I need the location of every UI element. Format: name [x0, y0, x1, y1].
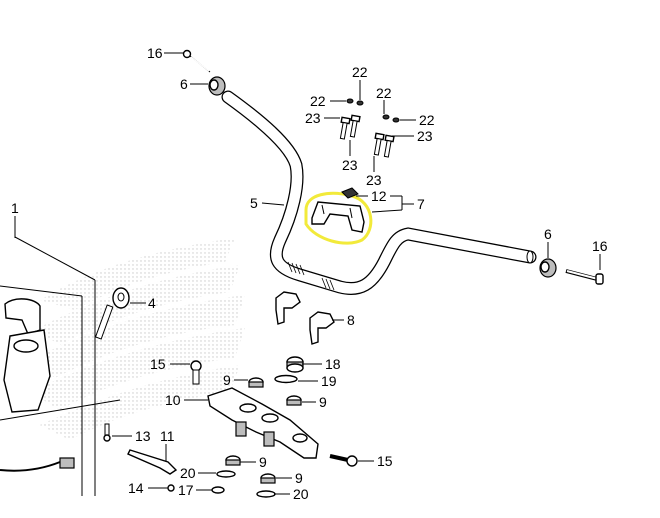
- callout-16a: 16: [147, 45, 163, 61]
- bar-end-weight-6-left: [208, 76, 226, 96]
- leader-lines: [14, 52, 601, 495]
- callout-22b: 22: [310, 93, 326, 109]
- washers-22: [346, 98, 400, 123]
- callout-16b: 16: [592, 238, 608, 254]
- callout-9c: 9: [259, 454, 267, 470]
- callout-labels: 16 6 22 22 22 22 23 23 23 23 12 7 5 1 6 …: [11, 45, 608, 502]
- callout-22d: 22: [419, 112, 435, 128]
- callout-14: 14: [128, 480, 144, 496]
- callout-5: 5: [250, 195, 258, 211]
- bolts-23: [339, 114, 395, 158]
- watermark-wing: [30, 238, 245, 440]
- top-bridge-10: [207, 387, 319, 459]
- callout-15b: 15: [377, 453, 393, 469]
- callout-23b: 23: [417, 128, 433, 144]
- callout-7: 7: [417, 196, 425, 212]
- upper-holder-7: [304, 191, 373, 245]
- plate-12: [341, 187, 359, 199]
- callout-19: 19: [321, 373, 337, 389]
- callout-9d: 9: [295, 470, 303, 486]
- callout-6a: 6: [180, 76, 188, 92]
- callout-12: 12: [371, 188, 387, 204]
- callout-20b: 20: [293, 486, 309, 502]
- bolt-16-left: [182, 49, 211, 73]
- ignition-switch-1: [0, 236, 121, 496]
- callout-1: 1: [11, 200, 19, 216]
- callout-23a: 23: [305, 110, 321, 126]
- callout-22c: 22: [376, 85, 392, 101]
- small-screws: [103, 423, 178, 492]
- callout-23d: 23: [366, 172, 382, 188]
- callout-4: 4: [148, 295, 156, 311]
- callout-15a: 15: [150, 356, 166, 372]
- handlebar-5: [221, 90, 537, 295]
- callout-11: 11: [160, 428, 175, 444]
- callout-9b: 9: [319, 394, 327, 410]
- bar-end-weight-6-right: [539, 258, 557, 278]
- callout-8: 8: [347, 312, 355, 328]
- callout-17: 17: [178, 482, 194, 498]
- lower-holders-8: [275, 291, 335, 345]
- key-4: [94, 287, 130, 340]
- callout-13: 13: [135, 428, 151, 444]
- bolt-16-right: [565, 269, 604, 285]
- highlight-ellipse: [304, 191, 373, 245]
- callout-9a: 9: [223, 372, 231, 388]
- callout-10: 10: [165, 392, 181, 408]
- bushings-9-18-19: [211, 356, 304, 498]
- bolts-15: [190, 360, 358, 467]
- callout-6b: 6: [544, 226, 552, 242]
- callout-22a: 22: [352, 64, 368, 80]
- callout-23c: 23: [342, 157, 358, 173]
- callout-20a: 20: [180, 465, 196, 481]
- callout-18: 18: [325, 356, 341, 372]
